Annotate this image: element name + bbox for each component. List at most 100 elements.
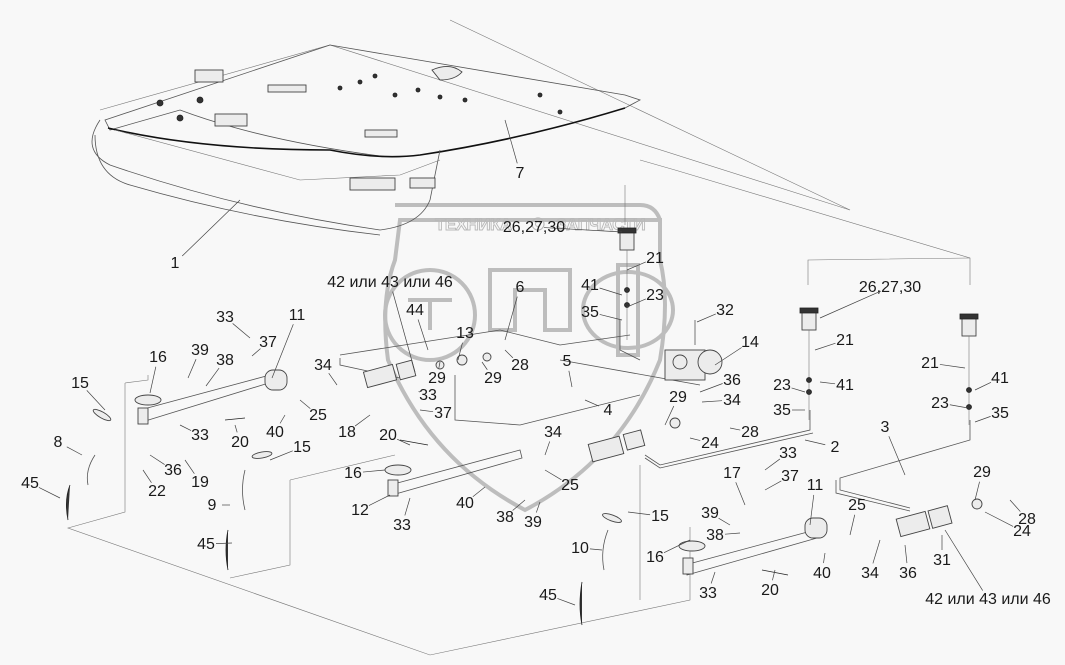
leader-line-c37b [419, 409, 434, 413]
callout-label-c39b: 39 [524, 514, 542, 531]
leader-line-c34a [328, 372, 338, 386]
leader-line-c20b [396, 438, 411, 446]
leader-line-c37a [251, 348, 261, 357]
leader-line-c21a [626, 261, 646, 271]
callout-label-c35a: 35 [581, 304, 599, 321]
leader-line-c16b [362, 469, 386, 473]
watermark-logo: ТЕХНИКА ЗАПЧАСТИ [383, 203, 675, 513]
callout-label-c23a: 23 [646, 287, 664, 304]
callout-label-c35c: 35 [991, 405, 1009, 422]
callout-label-c29c: 29 [669, 389, 687, 406]
leader-line-c15b [269, 450, 293, 461]
leader-line-c29b [481, 361, 488, 370]
leader-line-c40c [823, 552, 826, 564]
callout-label-c6: 6 [516, 279, 525, 296]
callout-label-c4: 4 [604, 402, 613, 419]
callout-label-c35b: 35 [773, 402, 791, 419]
leader-line-c19 [184, 459, 195, 474]
callout-label-c33a: 33 [216, 309, 234, 326]
leader-line-c28b [729, 427, 741, 431]
callout-label-c36b: 36 [164, 462, 182, 479]
leader-line-c42a [392, 291, 416, 373]
leader-line-c11b [809, 494, 815, 526]
watermark-left-text: ТЕХНИКА [435, 215, 512, 234]
callout-label-c28c: 28 [1018, 511, 1036, 528]
leader-line-c36a [699, 383, 723, 393]
callout-label-c36a: 36 [723, 372, 741, 389]
leader-line-c15c [627, 511, 651, 516]
callout-label-c10: 10 [571, 540, 589, 557]
leader-line-c18 [354, 414, 371, 427]
callout-label-c1: 1 [171, 255, 180, 272]
callout-label-c26a: 26,27,30 [503, 219, 565, 236]
leader-line-c44 [417, 319, 429, 351]
leader-line-c38a [205, 367, 220, 387]
leader-line-c39c [718, 517, 731, 526]
leader-line-c39b [535, 501, 541, 513]
callout-label-c37b: 37 [434, 405, 452, 422]
callout-label-c40b: 40 [456, 495, 474, 512]
callout-label-c23b: 23 [773, 377, 791, 394]
leader-line-c20a [234, 424, 238, 433]
callout-label-c29d: 29 [973, 464, 991, 481]
callout-label-c33d: 33 [779, 445, 797, 462]
pedal-center [384, 439, 523, 497]
callout-label-c15b: 15 [293, 439, 311, 456]
leader-line-c28c [1009, 499, 1021, 512]
leader-line-c45a [38, 487, 61, 499]
callout-label-c24b: 24 [1013, 523, 1031, 540]
callout-label-c34c: 34 [544, 424, 562, 441]
callout-label-c45b: 45 [197, 536, 215, 553]
callout-label-c20c: 20 [761, 582, 779, 599]
callout-label-c21b: 21 [836, 332, 854, 349]
leader-line-c2 [804, 439, 826, 446]
callout-label-c33c: 33 [191, 427, 209, 444]
callout-label-c28b: 28 [741, 424, 759, 441]
callout-label-c18: 18 [338, 424, 356, 441]
callout-label-c38a: 38 [216, 352, 234, 369]
leader-line-c1 [181, 199, 241, 257]
leader-line-c33f [710, 571, 716, 584]
leader-line-c37c [764, 480, 782, 491]
leader-line-c34c [544, 441, 551, 456]
leader-line-c34b [701, 400, 723, 403]
callout-label-c33b: 33 [419, 387, 437, 404]
leader-line-c33e [404, 497, 411, 516]
callout-label-c2: 2 [831, 439, 840, 456]
pedal-left [66, 369, 288, 571]
leader-line-c35c [974, 416, 991, 423]
leader-line-c16c [663, 539, 691, 553]
callout-label-c28a: 28 [511, 357, 529, 374]
callout-label-c39a: 39 [191, 342, 209, 359]
callout-label-c20a: 20 [231, 434, 249, 451]
callout-label-c26b: 26,27,30 [859, 279, 921, 296]
callout-label-c29a: 29 [428, 370, 446, 387]
callout-label-c21a: 21 [646, 250, 664, 267]
leader-line-c21c [939, 364, 966, 369]
leader-line-c39a [187, 359, 197, 379]
floor-plate [104, 44, 642, 158]
leader-line-c20c [772, 569, 776, 581]
callout-label-c37c: 37 [781, 468, 799, 485]
leader-line-c33b [418, 391, 421, 393]
callout-label-c34b: 34 [723, 392, 741, 409]
leader-line-c22 [142, 469, 152, 483]
leader-line-c41b [819, 381, 836, 385]
callout-label-c38c: 38 [706, 527, 724, 544]
leader-line-c29c [664, 405, 675, 426]
callout-label-c22: 22 [148, 483, 166, 500]
callout-label-c11a: 11 [289, 307, 306, 324]
leader-line-c28a [504, 349, 514, 359]
callout-label-c16c: 16 [646, 549, 664, 566]
leader-line-c41a [599, 287, 623, 296]
master-cylinder-center [587, 417, 681, 463]
leader-line-c38c [724, 532, 741, 535]
callout-label-c39c: 39 [701, 505, 719, 522]
leader-line-c13 [457, 342, 463, 361]
callout-label-c36c: 36 [899, 565, 917, 582]
callout-label-c17: 17 [723, 465, 741, 482]
callout-label-c33e: 33 [393, 517, 411, 534]
leader-line-c32 [696, 313, 716, 323]
callout-label-c37a: 37 [259, 334, 277, 351]
